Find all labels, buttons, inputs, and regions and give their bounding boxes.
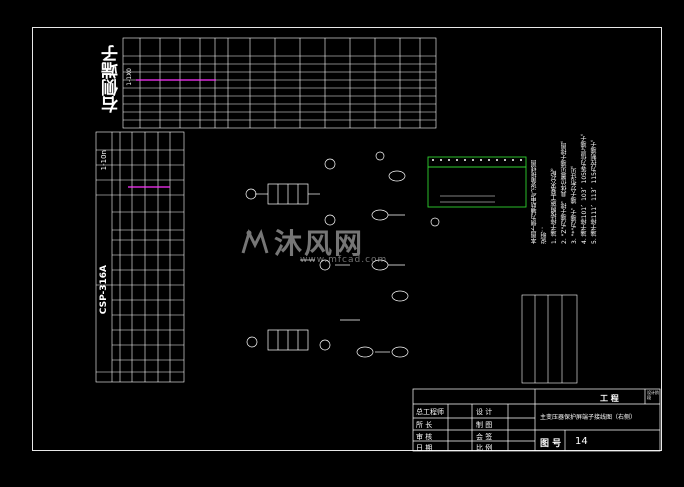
note-line: 3. "*"为端子，端子分布详见。 <box>571 161 578 244</box>
tb-row-2-mid: 会 签 <box>476 433 493 441</box>
watermark-logo-icon <box>240 227 270 257</box>
tb-row-2-left: 审 核 <box>416 433 433 441</box>
stage-label: 设计阶段 <box>647 390 659 400</box>
project-label: 工 程 <box>600 394 619 403</box>
note-line: 本图下侧为辅助电气设备接线图 <box>531 160 538 244</box>
note-line: 2. "Z"为端子排，具体位置见端子排图。 <box>561 136 568 244</box>
note-line: 5. 端子排111、113、115为控制端子。 <box>591 136 598 244</box>
tb-row-3-left: 日 期 <box>416 444 433 452</box>
drawing-border <box>32 27 662 451</box>
note-line: 4. 端子排101、103、105等为信号端子。 <box>581 130 588 244</box>
right-terminal-strip-id: 1-1X0 <box>126 68 133 86</box>
device-model-label: CSP-316A <box>99 265 109 315</box>
tb-row-1-left: 所 长 <box>416 421 433 429</box>
tb-row-0-left: 总工程师 <box>416 408 444 416</box>
notes-block: 本图下侧为辅助电气设备接线图 说明： 1. 端子排按照施工要求分配。 2. "Z… <box>530 130 600 244</box>
note-line: 说明： <box>541 226 548 244</box>
left-terminal-strip-id: 1-10n <box>100 150 108 171</box>
drawing-title: 主变压器保护屏端子接线图（右侧） <box>540 414 637 421</box>
drawing-no-label: 图 号 <box>540 439 562 449</box>
tb-row-1-mid: 制 图 <box>476 421 493 429</box>
tb-row-3-mid: 比 例 <box>476 444 493 452</box>
note-line: 1. 端子排按照施工要求分配。 <box>551 164 558 244</box>
watermark-url: www.mfcad.com <box>300 255 388 265</box>
watermark-text: 沐风网 <box>274 227 365 260</box>
watermark: 沐风网 <box>240 222 364 262</box>
right-terminal-title: 右侧端子 <box>102 45 122 113</box>
drawing-no: 14 <box>575 436 588 447</box>
tb-row-0-mid: 设 计 <box>476 408 493 416</box>
